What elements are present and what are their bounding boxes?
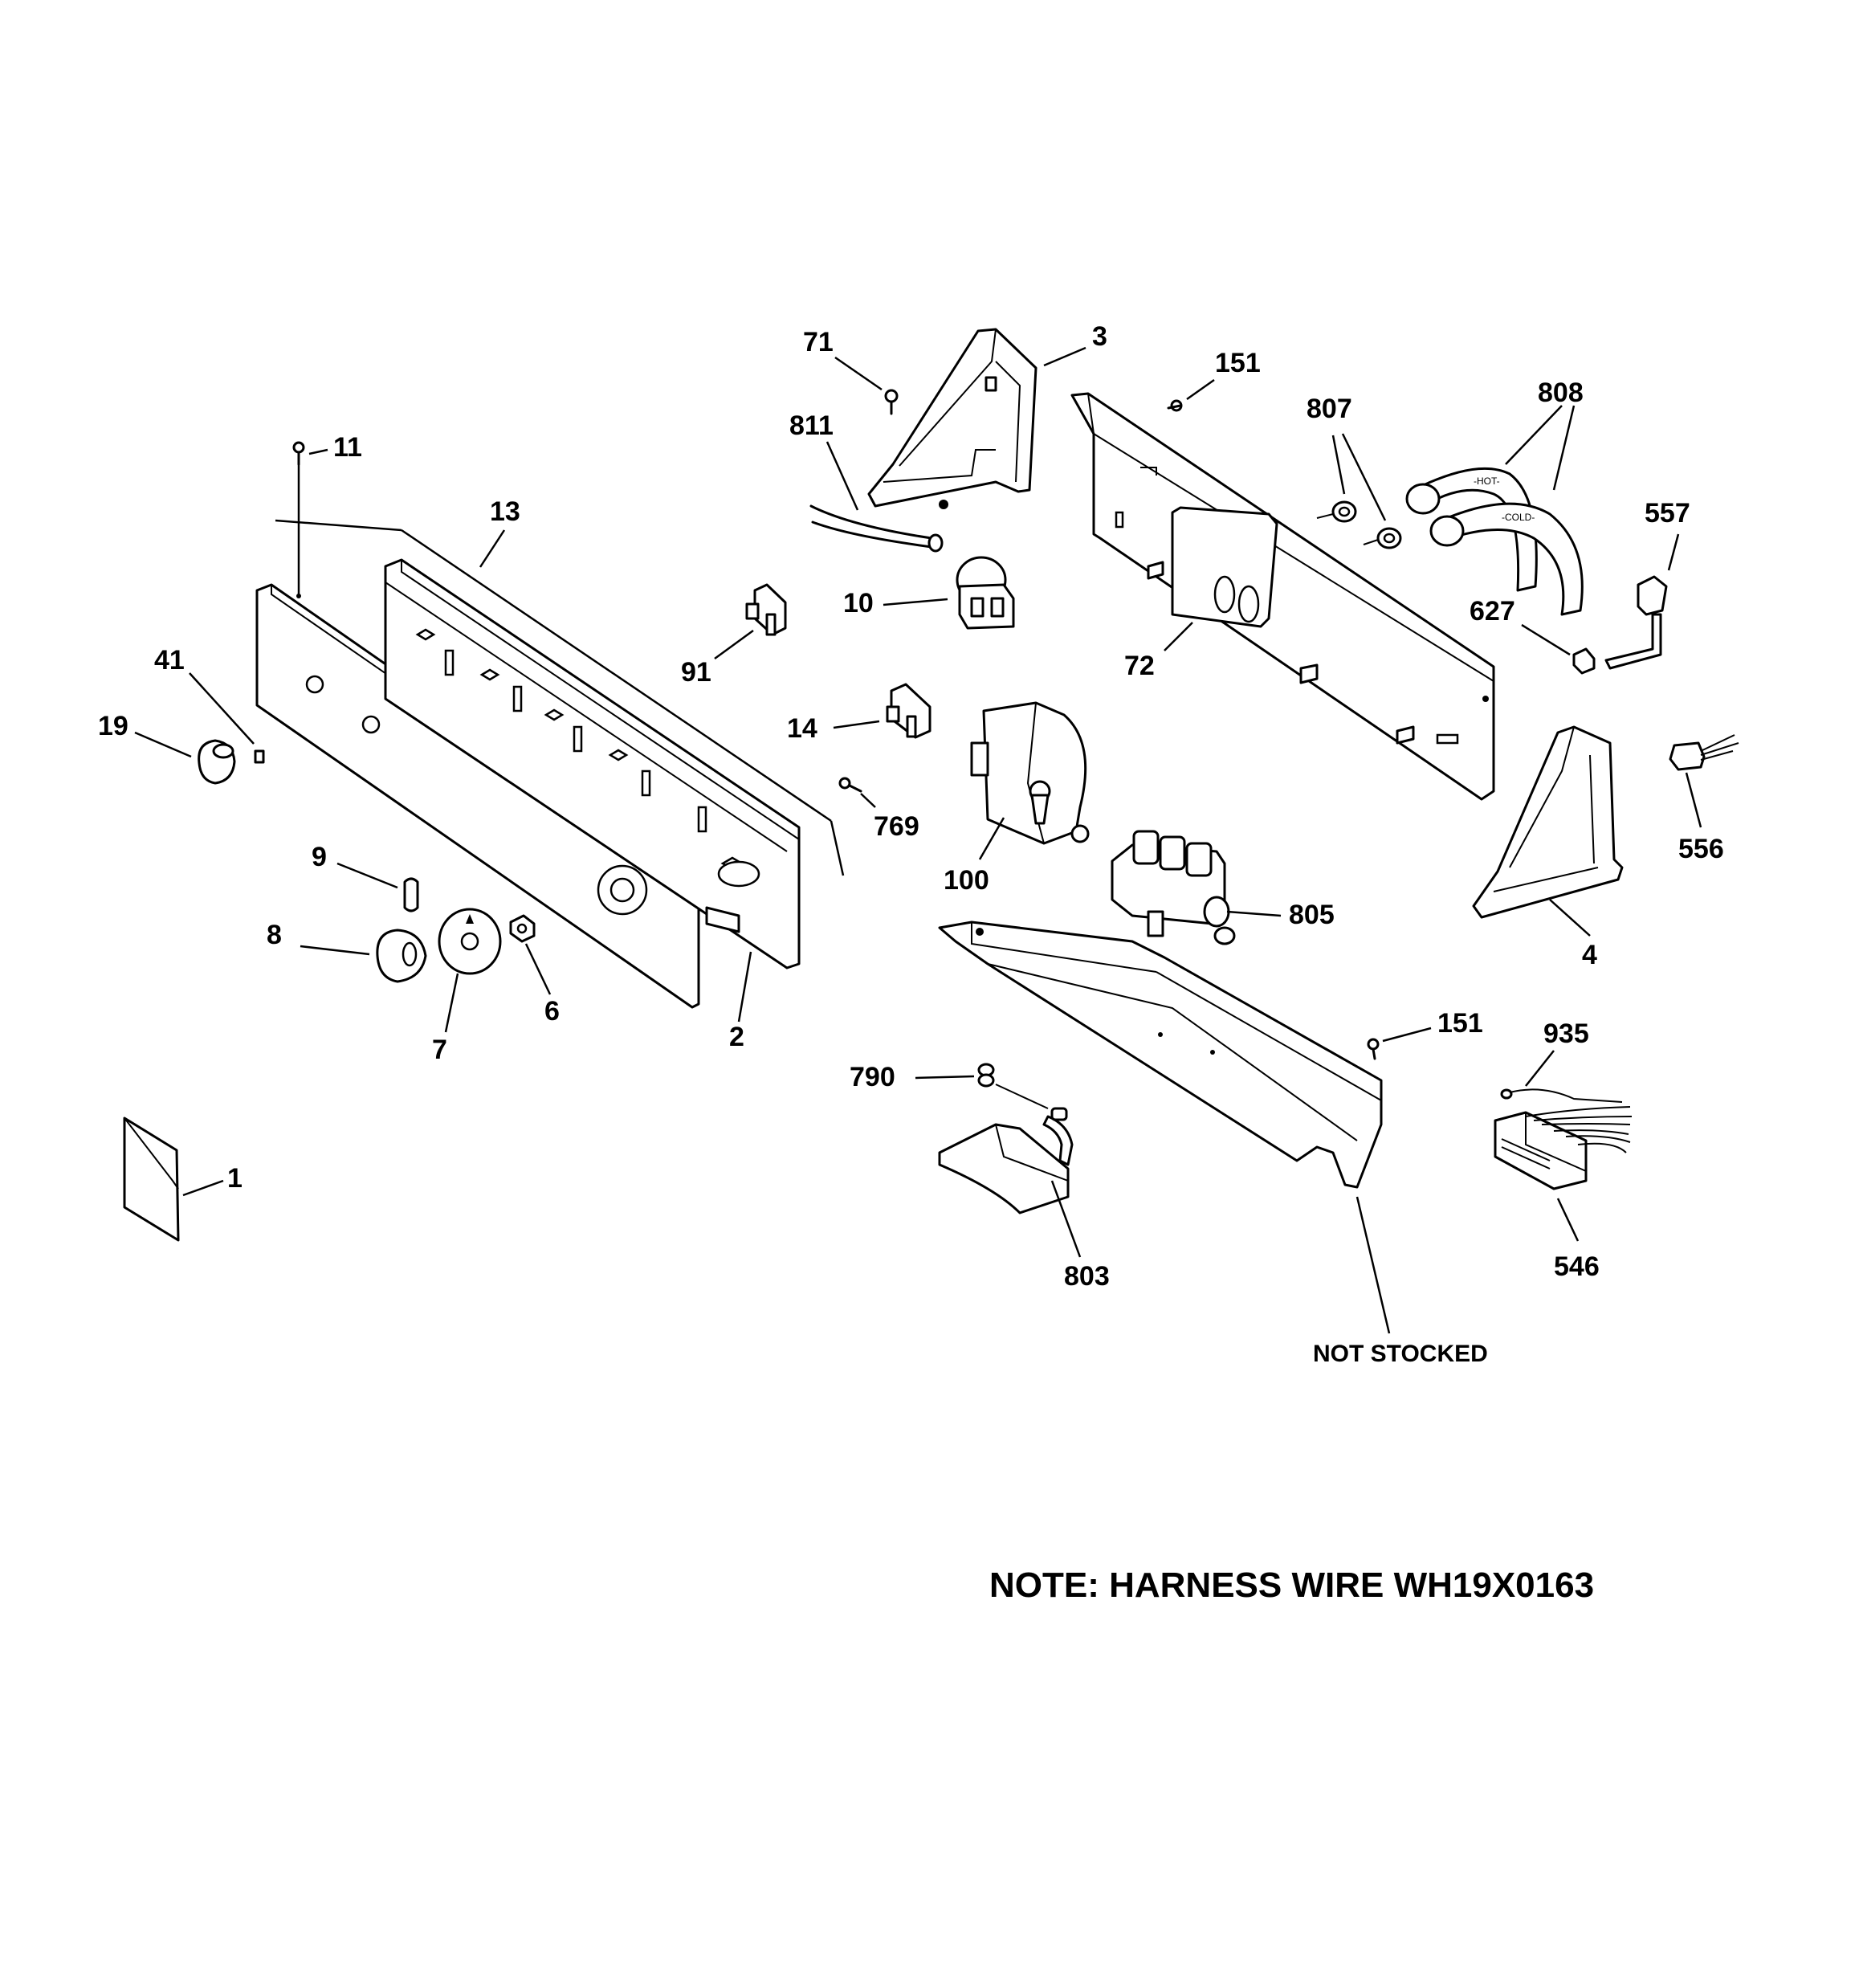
callout-556: 556 xyxy=(1678,834,1724,864)
callout-11: 11 xyxy=(333,432,362,463)
part-wire-935: 935 xyxy=(1500,1018,1623,1103)
harness-note: NOTE: HARNESS WIRE WH19X0163 xyxy=(989,1565,1594,1605)
part-clamp-790: 790 xyxy=(850,1062,995,1092)
callout-627: 627 xyxy=(1470,596,1515,627)
callout-7: 7 xyxy=(432,1035,447,1065)
hose-label-cold: -COLD- xyxy=(1502,512,1535,523)
part-bottom-bracket-not-stocked: NOT STOCKED xyxy=(938,921,1488,1367)
callout-72: 72 xyxy=(1124,651,1155,681)
callout-807: 807 xyxy=(1307,394,1352,424)
part-dial-7: 7 xyxy=(432,908,502,1065)
callout-41: 41 xyxy=(154,645,185,676)
hose-label-hot: -HOT- xyxy=(1474,476,1500,487)
callout-100: 100 xyxy=(944,865,989,896)
part-clip-41: 41 xyxy=(154,645,265,764)
callout-9: 9 xyxy=(312,842,327,872)
part-end-cap-left-3: 3 xyxy=(867,321,1107,509)
callout-6: 6 xyxy=(544,996,560,1027)
part-rear-panel-72: 72 xyxy=(1070,392,1495,801)
part-harness-546: 546 xyxy=(1494,1106,1633,1282)
part-water-valve-805: 805 xyxy=(1111,830,1335,945)
part-screw-151-top: 151 xyxy=(1167,348,1261,412)
part-screw-151-bottom: 151 xyxy=(1367,1008,1483,1060)
part-screw-71: 71 xyxy=(803,327,899,415)
part-switch-14: 14 xyxy=(787,683,932,744)
not-stocked-label: NOT STOCKED xyxy=(1313,1341,1488,1367)
part-plug-557: 557 xyxy=(1604,498,1690,670)
part-connector-556: 556 xyxy=(1669,734,1739,864)
part-connector-627: 627 xyxy=(1470,596,1596,675)
callout-3: 3 xyxy=(1092,321,1107,352)
callout-935: 935 xyxy=(1543,1018,1589,1049)
callout-91: 91 xyxy=(681,657,711,688)
part-screw-11: 11 xyxy=(292,432,362,466)
part-control-panel-front: 13 xyxy=(255,462,845,1009)
part-timer-100: 100 xyxy=(944,701,1090,896)
callout-13: 13 xyxy=(490,496,520,527)
callout-808: 808 xyxy=(1538,378,1584,408)
callout-805: 805 xyxy=(1289,900,1335,930)
callout-151-bottom: 151 xyxy=(1437,1008,1483,1039)
part-knob-19: 19 xyxy=(98,711,236,785)
part-hoses-808: -HOT- -COLD- 808 xyxy=(1405,378,1584,616)
part-control-panel-frame: 2 xyxy=(384,558,801,1052)
callout-790: 790 xyxy=(850,1062,895,1092)
part-washers-807: 807 xyxy=(1307,394,1402,549)
part-clip-9: 9 xyxy=(312,842,419,912)
part-screw-769: 769 xyxy=(838,777,919,842)
callout-811: 811 xyxy=(789,410,834,441)
part-bracket-803: 803 xyxy=(938,1084,1110,1292)
callout-769: 769 xyxy=(874,811,919,842)
callout-14: 14 xyxy=(787,713,817,744)
part-end-cap-right-4: 4 xyxy=(1472,725,1624,970)
part-timer-knob-8: 8 xyxy=(267,920,427,983)
part-hose-811: 811 xyxy=(789,410,944,553)
callout-1: 1 xyxy=(227,1163,243,1194)
callout-557: 557 xyxy=(1645,498,1690,529)
callout-803: 803 xyxy=(1064,1261,1110,1292)
part-switch-91: 91 xyxy=(681,583,787,688)
part-nut-6: 6 xyxy=(509,914,560,1027)
callout-71: 71 xyxy=(803,327,834,357)
callout-151-top: 151 xyxy=(1215,348,1261,378)
callout-2: 2 xyxy=(729,1022,744,1052)
part-pressure-switch-10: 10 xyxy=(843,556,1015,630)
part-manual-envelope: 1 xyxy=(123,1116,243,1242)
callout-10: 10 xyxy=(843,588,874,618)
callout-4: 4 xyxy=(1582,940,1597,970)
callout-546: 546 xyxy=(1554,1251,1600,1282)
callout-19: 19 xyxy=(98,711,128,741)
callout-8: 8 xyxy=(267,920,282,950)
